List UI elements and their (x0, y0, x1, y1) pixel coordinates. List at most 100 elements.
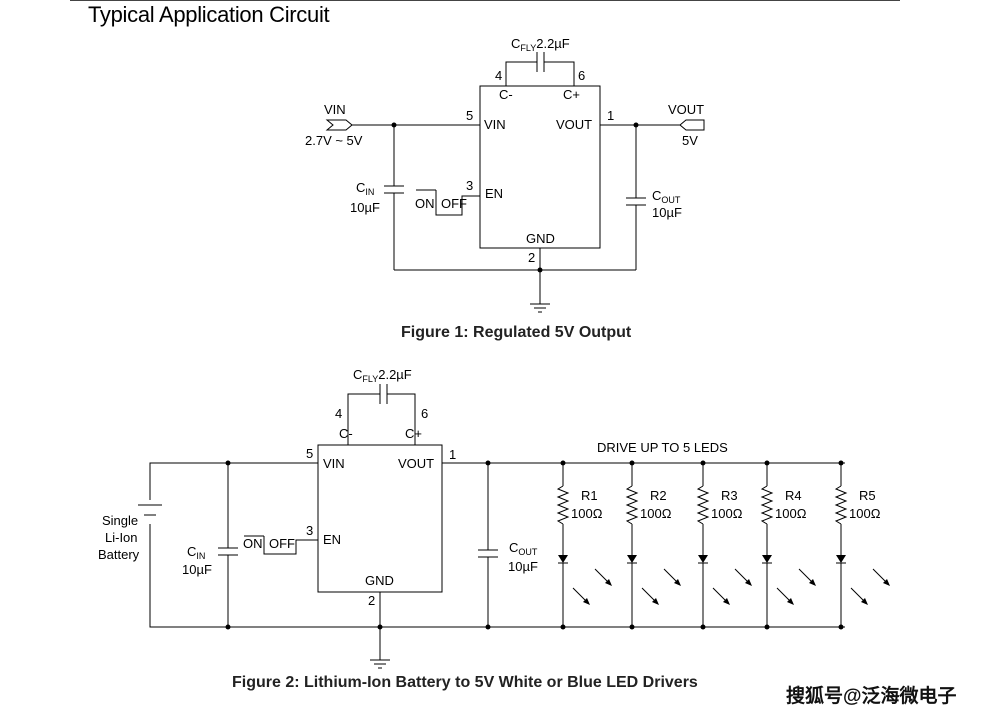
fig2-pin-gnd: GND (365, 573, 394, 588)
resistor-5-icon (834, 485, 848, 525)
resistor-1-value: 100Ω (571, 506, 603, 521)
led-1-icon (558, 555, 568, 563)
fig2-junction (225, 624, 231, 630)
fig2-onoff-control (244, 535, 318, 555)
watermark: 搜狐号@泛海微电子 (786, 686, 957, 707)
resistor-2-value: 100Ω (640, 506, 672, 521)
resistor-2-icon (625, 485, 639, 525)
resistor-5-value: 100Ω (849, 506, 881, 521)
fig2-cin-name: CIN (187, 544, 205, 561)
fig2-drive-label: DRIVE UP TO 5 LEDS (597, 440, 728, 455)
fig2-on-label: ON (243, 536, 263, 551)
top-rule (70, 0, 900, 1)
led-5-icon (836, 555, 846, 563)
fig2-battery-label-3: Battery (98, 547, 140, 562)
light-arrow-icon (798, 568, 816, 586)
resistor-1-icon (556, 485, 570, 525)
fig1-pin-cminus: C- (499, 87, 513, 102)
resistor-3-icon (696, 485, 710, 525)
resistor-3-value: 100Ω (711, 506, 743, 521)
light-arrow-icon (663, 568, 681, 586)
light-arrow-icon (712, 587, 730, 605)
figure-1: CFLY2.2µF 4 6 C- C+ 5 VIN 1 VOUT 3 EN GN… (305, 36, 705, 341)
led-branch-3: R3 100Ω (696, 460, 752, 630)
light-arrow-icon (572, 587, 590, 605)
fig2-pin-en: EN (323, 532, 341, 547)
fig1-vin-port-icon (325, 119, 353, 131)
fig1-vout-value: 5V (682, 133, 698, 148)
fig1-cfly-name: CFLY2.2µF (511, 36, 570, 53)
fig1-cin-value: 10µF (350, 200, 380, 215)
fig2-battery-label-2: Li-Ion (105, 530, 138, 545)
fig2-ground-icon (370, 659, 390, 669)
fig1-cout-value: 10µF (652, 205, 682, 220)
fig2-pin3-number: 3 (306, 523, 313, 538)
resistor-4-icon (760, 485, 774, 525)
fig1-junction (537, 267, 543, 273)
fig1-pin5-number: 5 (466, 108, 473, 123)
fig1-ic-box (479, 85, 601, 249)
fig1-pin2-number: 2 (528, 250, 535, 265)
fig1-vout-port-icon (679, 119, 705, 131)
fig1-caption: Figure 1: Regulated 5V Output (401, 324, 632, 341)
fig1-pin-en: EN (485, 186, 503, 201)
resistor-2-name: R2 (650, 488, 667, 503)
fig1-cout-name: COUT (652, 188, 681, 205)
fig2-pin-cplus: C+ (405, 426, 422, 441)
fig1-off-label: OFF (441, 196, 467, 211)
light-arrow-icon (594, 568, 612, 586)
fig2-cout-name: COUT (509, 540, 538, 557)
fig1-pin4-number: 4 (495, 68, 502, 83)
fig1-pin-gnd: GND (526, 231, 555, 246)
fig2-pin5-number: 5 (306, 446, 313, 461)
fig2-cin-value: 10µF (182, 562, 212, 577)
light-arrow-icon (776, 587, 794, 605)
fig1-pin-vout: VOUT (556, 117, 592, 132)
fig1-vin-range: 2.7V ~ 5V (305, 133, 363, 148)
fig1-cout-capacitor (626, 125, 646, 270)
light-arrow-icon (641, 587, 659, 605)
led-3-icon (698, 555, 708, 563)
fig2-junction (485, 624, 491, 630)
fig2-off-label: OFF (269, 536, 295, 551)
light-arrow-icon (850, 587, 868, 605)
fig2-battery-icon (138, 500, 162, 524)
fig2-cfly-capacitor (347, 384, 416, 445)
fig1-pin1-number: 1 (607, 108, 614, 123)
fig1-vout-port-label: VOUT (668, 102, 704, 117)
resistor-5-name: R5 (859, 488, 876, 503)
led-2-icon (627, 555, 637, 563)
fig2-pin6-number: 6 (421, 406, 428, 421)
fig1-on-label: ON (415, 196, 435, 211)
fig1-vin-port-label: VIN (324, 102, 346, 117)
fig2-cout-value: 10µF (508, 559, 538, 574)
fig1-cfly-capacitor (505, 52, 575, 86)
fig2-pin1-number: 1 (449, 447, 456, 462)
led-branch-4: R4 100Ω (760, 460, 816, 630)
led-branch-5: R5 100Ω (834, 460, 890, 630)
fig2-junction (377, 624, 383, 630)
light-arrow-icon (734, 568, 752, 586)
fig2-pin2-number: 2 (368, 593, 375, 608)
fig1-ground-icon (530, 303, 550, 313)
fig2-battery-label-1: Single (102, 513, 138, 528)
figure-2: CFLY2.2µF 4 6 C- C+ 5 VIN 1 VOUT 3 EN GN… (98, 367, 890, 691)
fig1-pin6-number: 6 (578, 68, 585, 83)
fig1-cin-name: CIN (356, 180, 374, 197)
fig2-outer-loop-wire (149, 462, 845, 628)
light-arrow-icon (872, 568, 890, 586)
fig1-pin-cplus: C+ (563, 87, 580, 102)
fig2-pin-vout: VOUT (398, 456, 434, 471)
fig2-pin4-number: 4 (335, 406, 342, 421)
resistor-4-value: 100Ω (775, 506, 807, 521)
fig2-caption: Figure 2: Lithium-Ion Battery to 5V Whit… (232, 674, 698, 691)
fig2-pin-vin: VIN (323, 456, 345, 471)
fig1-pin-vin: VIN (484, 117, 506, 132)
fig1-cin-capacitor (384, 125, 404, 270)
resistor-3-name: R3 (721, 488, 738, 503)
led-4-icon (762, 555, 772, 563)
resistor-4-name: R4 (785, 488, 802, 503)
